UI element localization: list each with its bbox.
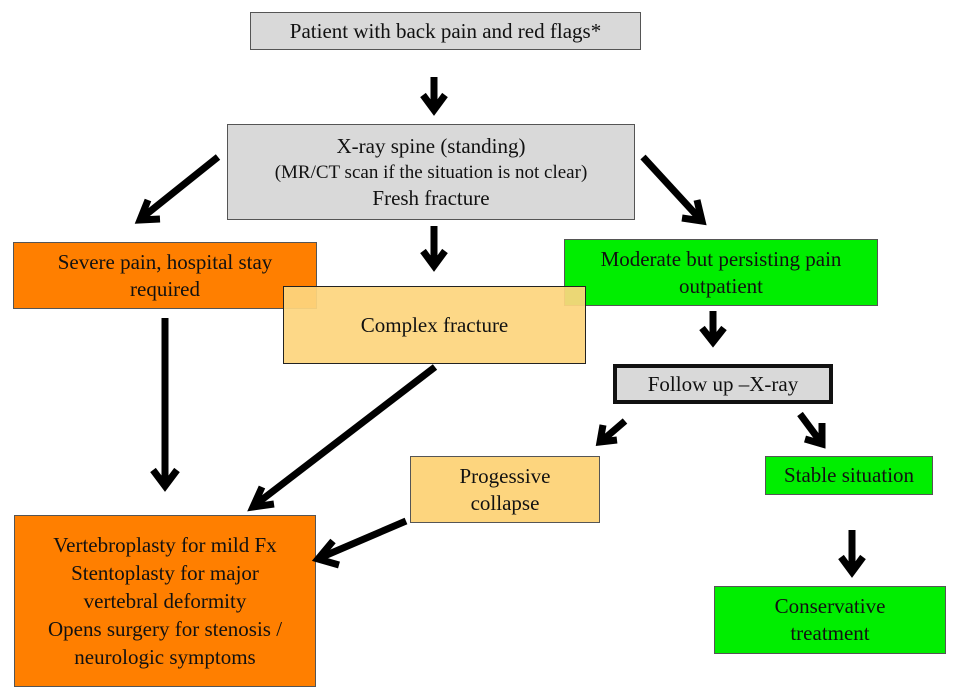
node-complex-fracture: Complex fracture xyxy=(283,286,586,364)
node-moderate-pain: Moderate but persisting pain outpatient xyxy=(564,239,878,306)
node-text: Complex fracture xyxy=(360,312,509,337)
node-text: treatment xyxy=(790,621,870,645)
node-follow-up-xray: Follow up –X-ray xyxy=(613,364,833,404)
arrow-followup-to-stable xyxy=(797,411,826,449)
node-text: Patient with back pain and red flags* xyxy=(289,18,602,43)
node-text: Moderate but persisting pain xyxy=(600,246,842,271)
arrow-start-to-xray xyxy=(420,77,448,116)
node-text: Stentoplasty for major xyxy=(71,561,259,585)
node-text: vertebral deformity xyxy=(83,589,247,613)
arrow-stable-to-conservative xyxy=(838,530,866,578)
node-text: Fresh fracture xyxy=(372,185,490,210)
arrow-severe-to-treatment xyxy=(150,318,180,492)
node-text: required xyxy=(130,276,200,301)
node-text: (MR/CT scan if the situation is not clea… xyxy=(274,161,588,183)
node-text: Severe pain, hospital stay xyxy=(57,249,273,274)
arrow-xray-to-complex xyxy=(420,226,448,272)
node-surgical-treatment: Vertebroplasty for mild Fx Stentoplasty … xyxy=(14,515,316,687)
arrow-xray-to-severe xyxy=(134,154,221,224)
arrow-xray-to-moderate xyxy=(640,154,707,226)
node-text: neurologic symptoms xyxy=(74,645,256,669)
arrow-progressive-to-treatment xyxy=(311,517,408,569)
node-xray-spine: X-ray spine (standing) (MR/CT scan if th… xyxy=(227,124,635,220)
node-severe-pain: Severe pain, hospital stay required xyxy=(13,242,317,309)
arrow-followup-to-progressive xyxy=(595,418,628,447)
node-stable-situation: Stable situation xyxy=(765,456,933,495)
node-text: Stable situation xyxy=(783,463,915,487)
node-text: X-ray spine (standing) xyxy=(336,133,526,158)
node-patient-red-flags: Patient with back pain and red flags* xyxy=(250,12,641,50)
node-progressive-collapse: Progessive collapse xyxy=(410,456,600,523)
node-text: outpatient xyxy=(679,273,763,298)
node-text: Progessive xyxy=(459,463,551,488)
node-text: Opens surgery for stenosis / xyxy=(47,617,283,641)
node-text: Vertebroplasty for mild Fx xyxy=(53,533,277,557)
node-text: Follow up –X-ray xyxy=(647,371,799,396)
node-text: collapse xyxy=(470,490,540,515)
arrow-complex-to-treatment xyxy=(247,364,438,512)
node-conservative-treatment: Conservative treatment xyxy=(714,586,946,654)
arrow-moderate-to-followup xyxy=(699,311,727,348)
node-text: Conservative xyxy=(774,594,886,618)
